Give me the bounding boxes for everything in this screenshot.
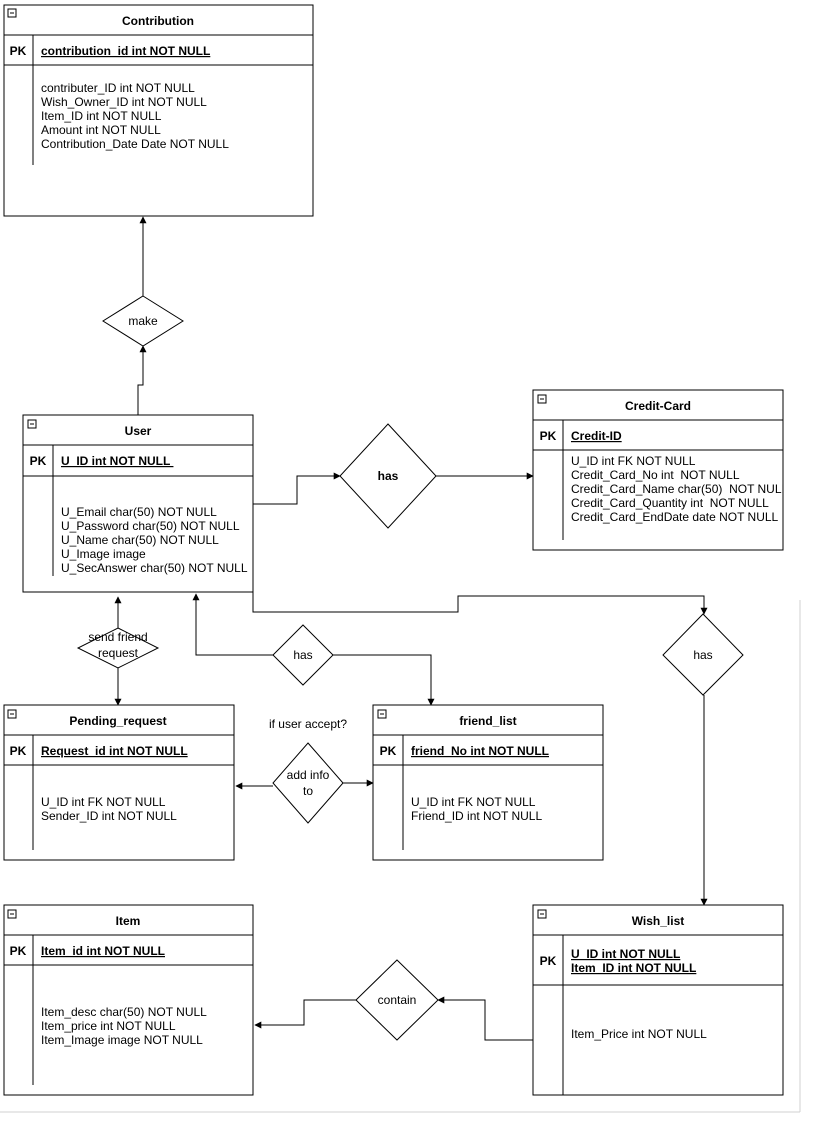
attribute: U_Email char(50) NOT NULL [61, 505, 217, 519]
relationship-add-info: add info to [272, 742, 344, 824]
entity-credit-card: Credit-Card PK Credit-ID U_ID int FK NOT… [532, 389, 789, 551]
pk-field: Item_ID int NOT NULL [571, 961, 696, 975]
attribute: Item_Price int NOT NULL [571, 1027, 707, 1041]
entity-title: Contribution [122, 14, 194, 28]
attribute: Credit_Card_Quantity int NOT NULL [571, 496, 769, 510]
pk-field: contribution_id int NOT NULL [41, 44, 210, 58]
pk-label: PK [10, 944, 27, 958]
attribute: Item_price int NOT NULL [41, 1019, 176, 1033]
entity-pending-request: Pending_request PK Request_id int NOT NU… [3, 704, 235, 861]
entity-title: Wish_list [632, 914, 685, 928]
attribute: U_Password char(50) NOT NULL [61, 519, 240, 533]
attribute: Item_desc char(50) NOT NULL [41, 1005, 207, 1019]
entity-title: Credit-Card [625, 399, 691, 413]
relationship-has-friend-label: has [293, 648, 312, 662]
connector-has-friendlist [333, 654, 435, 706]
attribute: contributer_ID int NOT NULL [41, 81, 195, 95]
entity-friend-list: friend_list PK friend_No int NOT NULL U_… [372, 704, 604, 861]
attribute: U_Image image [61, 547, 146, 561]
attribute: U_Name char(50) NOT NULL [61, 533, 219, 547]
relationship-make: make [102, 295, 184, 347]
connector-user-has-credit [253, 472, 341, 505]
pk-field: Item_id int NOT NULL [41, 944, 165, 958]
relationship-has-wish: has [662, 613, 744, 696]
pk-field: U_ID int NOT NULL [61, 454, 173, 468]
attribute: U_ID int FK NOT NULL [411, 795, 536, 809]
attribute: Item_Image image NOT NULL [41, 1033, 203, 1047]
note-if-user-accept: if user accept? [269, 717, 347, 731]
attribute: U_SecAnswer char(50) NOT NULL [61, 561, 248, 575]
relationship-contain-label: contain [378, 993, 417, 1007]
attribute: U_ID int FK NOT NULL [571, 454, 696, 468]
attribute: Credit_Card_No int NOT NULL [571, 468, 740, 482]
pk-label: PK [540, 429, 557, 443]
pk-label: PK [10, 744, 27, 758]
relationship-has-friend: has [272, 624, 334, 686]
attribute: Amount int NOT NULL [41, 123, 161, 137]
entity-item: Item PK Item_id int NOT NULL Item_desc c… [3, 904, 254, 1096]
connector-has-user [192, 593, 273, 656]
attribute: Contribution_Date Date NOT NULL [41, 137, 229, 151]
relationship-add-info-line2: to [303, 784, 313, 798]
relationship-contain: contain [355, 959, 439, 1041]
entity-title: Pending_request [69, 714, 166, 728]
pk-label: PK [380, 744, 397, 758]
pk-field: Credit-ID [571, 429, 622, 443]
pk-field: U_ID int NOT NULL [571, 947, 680, 961]
entity-wish-list: Wish_list PK U_ID int NOT NULL Item_ID i… [532, 904, 784, 1096]
attribute: Friend_ID int NOT NULL [411, 809, 542, 823]
connector-user-make [137, 345, 147, 415]
entity-title: friend_list [459, 714, 516, 728]
pk-field: friend_No int NOT NULL [411, 744, 549, 758]
pk-label: PK [10, 44, 27, 58]
relationship-send-request-line1: send friend [88, 630, 147, 644]
connector-contain-item [254, 999, 356, 1029]
pk-label: PK [30, 454, 47, 468]
attribute: U_ID int FK NOT NULL [41, 795, 166, 809]
pk-label: PK [540, 954, 557, 968]
relationship-has-credit-label: has [378, 469, 399, 483]
relationship-has-credit: has [339, 423, 437, 529]
connector-user-has-wish [252, 560, 708, 615]
attribute: Sender_ID int NOT NULL [41, 809, 177, 823]
relationship-has-wish-label: has [693, 648, 712, 662]
relationship-send-request-line2: request [98, 646, 139, 660]
connector-wishlist-contain [437, 996, 533, 1041]
entity-title: User [125, 424, 152, 438]
attribute: Credit_Card_Name char(50) NOT NULL [571, 482, 789, 496]
relationship-add-info-line1: add info [287, 768, 330, 782]
relationship-make-label: make [128, 314, 158, 328]
attribute: Item_ID int NOT NULL [41, 109, 162, 123]
pk-field: Request_id int NOT NULL [41, 744, 188, 758]
attribute: Credit_Card_EndDate date NOT NULL [571, 510, 779, 524]
entity-contribution: Contribution PK contribution_id int NOT … [3, 4, 314, 217]
entity-user: User PK U_ID int NOT NULL U_Email char(5… [22, 414, 254, 593]
connectors [114, 216, 708, 1041]
attribute: Wish_Owner_ID int NOT NULL [41, 95, 207, 109]
entity-title: Item [116, 914, 141, 928]
relationship-send-request: send friend request [76, 627, 160, 669]
